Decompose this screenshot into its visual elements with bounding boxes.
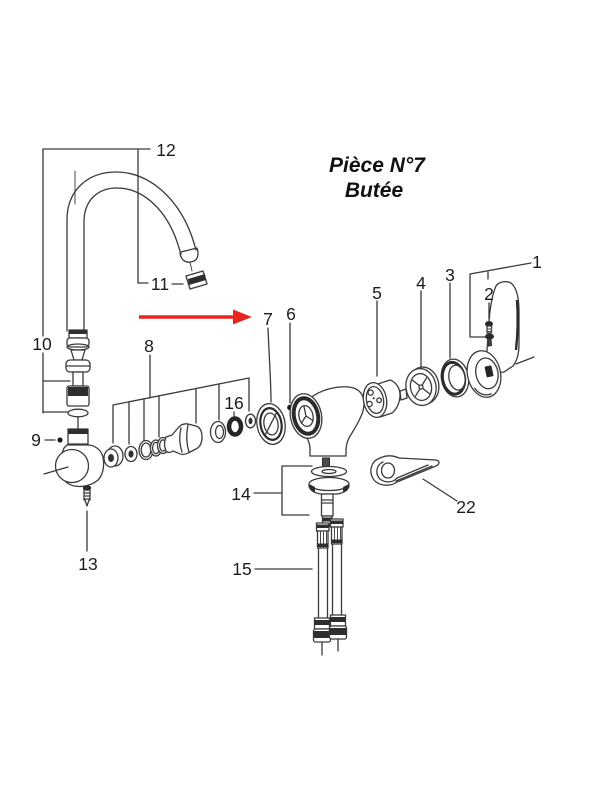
part-label-11: 11 xyxy=(151,274,169,294)
part-label-9: 9 xyxy=(31,430,41,450)
spout-tube xyxy=(66,170,199,332)
o-ring-16 xyxy=(226,416,244,437)
part-label-12: 12 xyxy=(156,140,175,160)
spout-shank-10 xyxy=(65,329,91,445)
left-body xyxy=(43,444,105,488)
part-label-3: 3 xyxy=(445,265,455,285)
screw-9 xyxy=(57,437,63,443)
diagram-title-line2: Butée xyxy=(345,179,404,202)
bracket-1 xyxy=(469,262,535,365)
bracket-14 xyxy=(253,465,313,516)
hoses-15 xyxy=(312,518,348,656)
bracket-10 xyxy=(42,352,73,414)
bracket-8 xyxy=(112,354,250,445)
leader-7 xyxy=(267,327,272,403)
mounting-hardware-14 xyxy=(308,457,350,527)
screw-13 xyxy=(82,485,92,507)
cartridge-5 xyxy=(362,379,408,418)
part-label-7: 7 xyxy=(263,309,273,329)
lever-22 xyxy=(370,455,440,486)
aerator-11 xyxy=(185,261,208,290)
small-ring xyxy=(244,413,257,429)
bracket-12 xyxy=(42,148,151,337)
part-label-13: 13 xyxy=(78,554,97,574)
part-4-flange xyxy=(405,366,440,407)
part-label-10: 10 xyxy=(32,334,52,354)
part-label-6: 6 xyxy=(286,304,296,324)
part-3-ring xyxy=(440,358,470,398)
seal-parts-row-8 xyxy=(103,420,227,468)
part-label-2: 2 xyxy=(484,284,494,304)
diagram-title-line1: Pièce N°7 xyxy=(329,154,426,177)
part-label-1: 1 xyxy=(532,252,542,272)
handle-1 xyxy=(466,281,520,398)
screw-2 xyxy=(485,321,494,347)
leader-22 xyxy=(422,478,458,502)
part-label-4: 4 xyxy=(416,273,426,293)
part-label-5: 5 xyxy=(372,283,382,303)
part-label-14: 14 xyxy=(231,484,251,504)
part-label-15: 15 xyxy=(232,559,251,579)
highlight-arrow xyxy=(139,309,252,325)
part-label-8: 8 xyxy=(144,336,154,356)
part-label-22: 22 xyxy=(456,497,475,517)
main-body xyxy=(289,386,365,457)
part-7-stop-ring xyxy=(256,403,286,445)
part-label-16: 16 xyxy=(224,393,243,413)
